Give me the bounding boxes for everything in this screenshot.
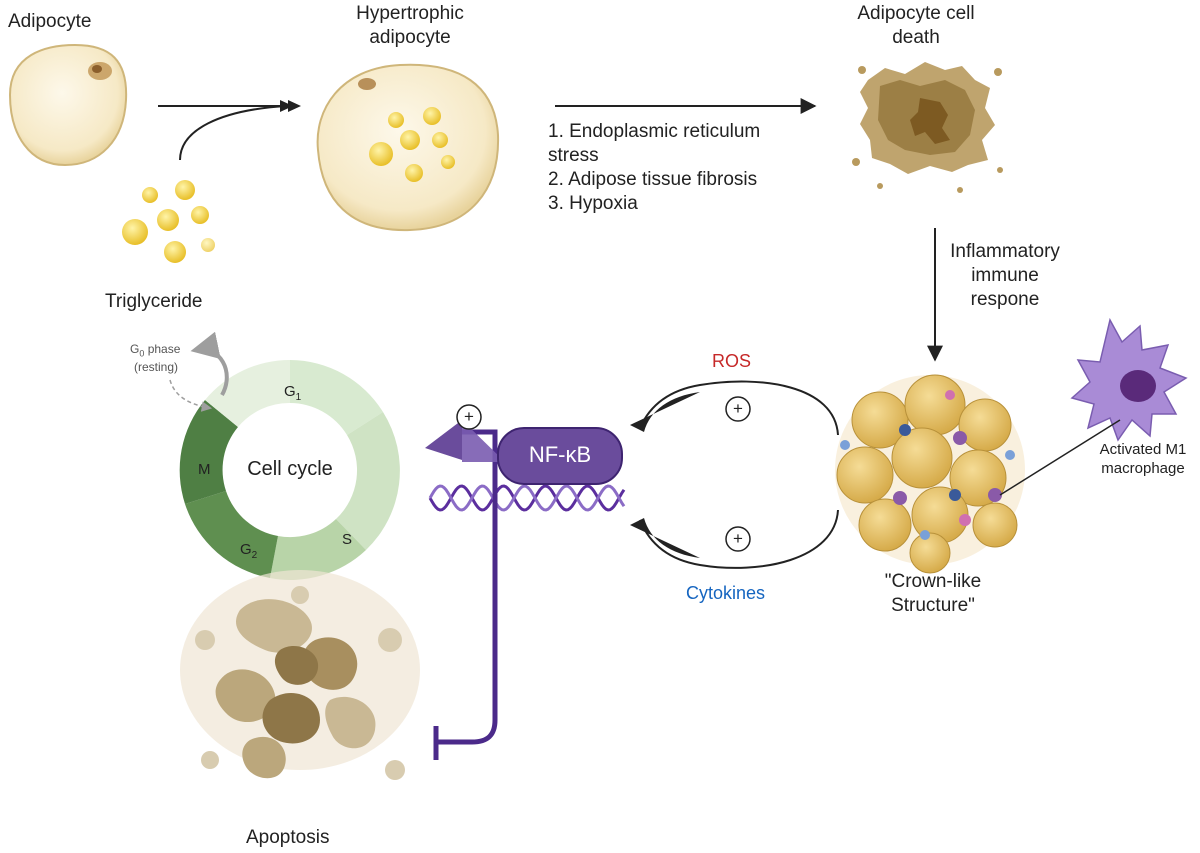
triglyceride-label: Triglyceride (105, 291, 203, 312)
phase-m-label: M (198, 461, 211, 478)
crown-line2: Structure" (891, 595, 975, 616)
hypertrophic-line1: Hypertrophic (356, 3, 464, 24)
growth-arrow (158, 100, 301, 161)
adipocyte-label: Adipocyte (8, 11, 92, 32)
apoptosis-icon (180, 570, 420, 780)
macrophage-label: Activated M1 macrophage (1086, 440, 1200, 478)
g1-subscript: 1 (295, 392, 302, 403)
plus-circle-icon (456, 396, 751, 552)
dna-helix-icon (428, 484, 626, 512)
stress-factors-list: 1. Endoplasmic reticulum stress 2. Adipo… (548, 120, 760, 216)
crown-like-structure-label: "Crown-like Structure" (858, 570, 1008, 618)
hypertrophic-line2: adipocyte (369, 27, 451, 48)
macrophage-line1: Activated M1 (1099, 441, 1187, 458)
cytokines-feedback-arrow (630, 509, 839, 569)
g0-resting-label: (resting) (134, 360, 179, 374)
g2-letter: G (240, 541, 252, 558)
step-2: 2. Adipose tissue fibrosis (548, 169, 758, 190)
m1-macrophage-icon (999, 317, 1188, 496)
cell-death-label: Adipocyte cell death (846, 2, 986, 50)
step-1: 1. Endoplasmic reticulum (548, 121, 761, 142)
crown-line1: "Crown-like (884, 571, 982, 592)
phase-g1-label: G1 (284, 382, 301, 407)
plus-sign-3: + (733, 529, 743, 548)
nfkb-label: NF-κB (528, 442, 592, 467)
cytokines-label: Cytokines (686, 583, 766, 603)
g0-phase-word: phase (147, 342, 181, 356)
plus-sign-1: + (464, 407, 474, 426)
step-3: 3. Hypoxia (548, 193, 638, 214)
ros-feedback-arrow (630, 380, 839, 436)
cell-death-line2: death (892, 27, 940, 48)
adipocyte-cell-icon (8, 43, 128, 167)
cell-death-line1: Adipocyte cell (857, 3, 975, 24)
crown-like-structure-icon (835, 374, 1025, 574)
hypertrophic-adipocyte-icon (316, 63, 500, 232)
g0-phase-label: G0 phase (130, 342, 180, 361)
activation-arrow (425, 420, 505, 462)
cell-cycle-label: Cell cycle (247, 458, 333, 480)
inhibition-line (433, 452, 498, 760)
inflammatory-response-label: Inflammatory immune respone (935, 240, 1075, 312)
g0-loop-arrow (169, 331, 229, 412)
nfkb-badge (497, 427, 623, 485)
g2-subscript: 2 (251, 550, 258, 561)
inflammatory-line3: respone (970, 289, 1040, 310)
ros-label: ROS (712, 351, 752, 371)
inflammatory-line2: immune (971, 265, 1039, 286)
step-1-cont: stress (548, 145, 599, 166)
g0-letter: G (130, 342, 140, 356)
cell-cycle-ring (179, 359, 400, 580)
apoptosis-label: Apoptosis (246, 827, 330, 848)
phase-s-label: S (342, 531, 353, 548)
phase-g2-label: G2 (240, 540, 257, 565)
macrophage-line2: macrophage (1101, 460, 1185, 477)
hypertrophic-adipocyte-label: Hypertrophic adipocyte (330, 2, 490, 50)
g1-letter: G (284, 383, 296, 400)
dead-adipocyte-icon (852, 62, 1003, 193)
inflammatory-line1: Inflammatory (950, 241, 1060, 262)
g0-subscript: 0 (139, 348, 145, 359)
triglyceride-droplets-icon (122, 180, 215, 263)
plus-sign-2: + (733, 399, 743, 418)
